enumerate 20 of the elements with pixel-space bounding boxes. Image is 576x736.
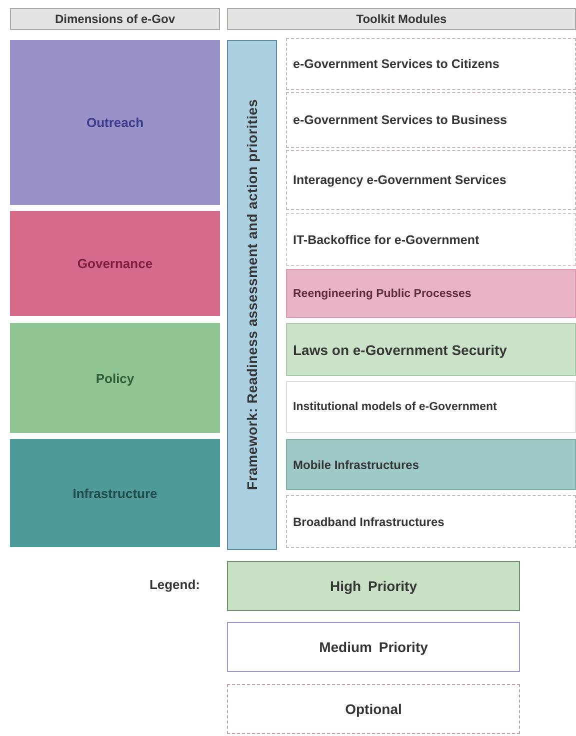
dimension-box: Outreach	[10, 40, 220, 205]
dimension-box: Policy	[10, 323, 220, 433]
module-box: Mobile Infrastructures	[286, 439, 576, 490]
dimension-box: Governance	[10, 211, 220, 316]
module-box: Reengineering Public Processes	[286, 269, 576, 318]
module-box: Laws on e-Government Security	[286, 323, 576, 376]
module-box: Institutional models of e-Government	[286, 381, 576, 433]
legend-label: High Priority	[330, 578, 417, 594]
module-box: e-Government Services to Business	[286, 92, 576, 148]
module-box: e-Government Services to Citizens	[286, 38, 576, 90]
dimension-box: Infrastructure	[10, 439, 220, 547]
legend-label: Optional	[345, 701, 402, 717]
column-header: Toolkit Modules	[227, 8, 576, 30]
module-box: Interagency e-Government Services	[286, 150, 576, 210]
legend-label: Medium Priority	[319, 639, 428, 655]
column-header: Dimensions of e-Gov	[10, 8, 220, 30]
module-box: Broadband Infrastructures	[286, 495, 576, 548]
module-box: IT-Backoffice for e-Government	[286, 213, 576, 266]
legend-title: Legend:	[148, 577, 200, 592]
framework-bar: Framework: Readiness assessment and action priorities	[227, 40, 277, 550]
